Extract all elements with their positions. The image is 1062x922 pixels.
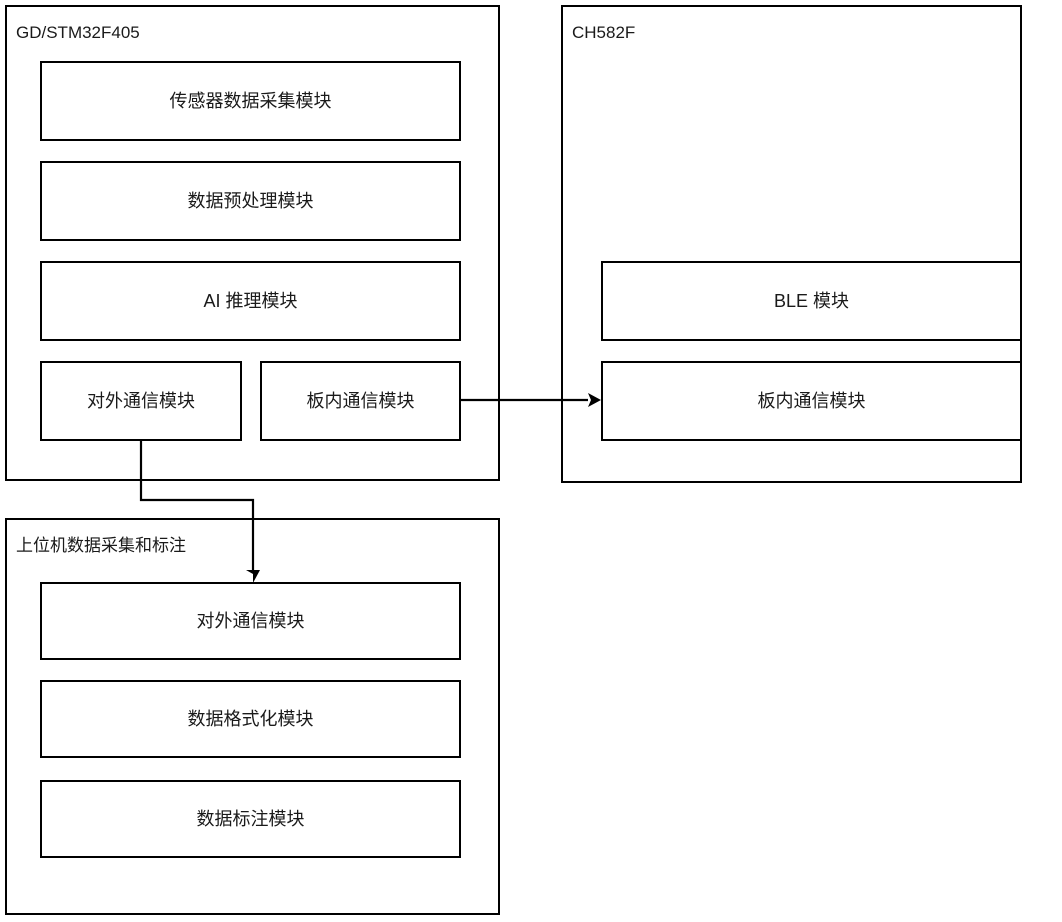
module-label-host-external-comm: 对外通信模块 [196, 611, 305, 631]
group-ble-chip[interactable]: CH582F [561, 5, 1022, 483]
module-label-data-preprocess: 数据预处理模块 [187, 191, 314, 211]
group-title-host-pc: 上位机数据采集和标注 [16, 536, 186, 555]
module-label-ble: BLE 模块 [773, 291, 850, 311]
module-label-host-data-format: 数据格式化模块 [187, 709, 314, 729]
module-sensor-acquisition[interactable]: 传感器数据采集模块 [40, 61, 461, 141]
module-data-preprocess[interactable]: 数据预处理模块 [40, 161, 461, 241]
module-label-host-data-label: 数据标注模块 [196, 809, 305, 829]
module-host-external-comm[interactable]: 对外通信模块 [40, 582, 461, 660]
module-label-onboard-comm: 板内通信模块 [306, 391, 415, 411]
module-label-external-comm: 对外通信模块 [87, 391, 195, 411]
module-onboard-comm[interactable]: 板内通信模块 [260, 361, 461, 441]
group-title-mcu-main: GD/STM32F405 [16, 23, 140, 42]
module-ai-inference[interactable]: AI 推理模块 [40, 261, 461, 341]
module-onboard-comm-ble[interactable]: 板内通信模块 [601, 361, 1022, 441]
module-label-ai-inference: AI 推理模块 [203, 291, 298, 311]
module-label-onboard-comm-ble: 板内通信模块 [757, 391, 866, 411]
module-external-comm[interactable]: 对外通信模块 [40, 361, 242, 441]
module-host-data-label[interactable]: 数据标注模块 [40, 780, 461, 858]
module-host-data-format[interactable]: 数据格式化模块 [40, 680, 461, 758]
group-title-ble-chip: CH582F [572, 23, 636, 42]
module-label-sensor-acquisition: 传感器数据采集模块 [169, 91, 332, 111]
module-ble[interactable]: BLE 模块 [601, 261, 1022, 341]
